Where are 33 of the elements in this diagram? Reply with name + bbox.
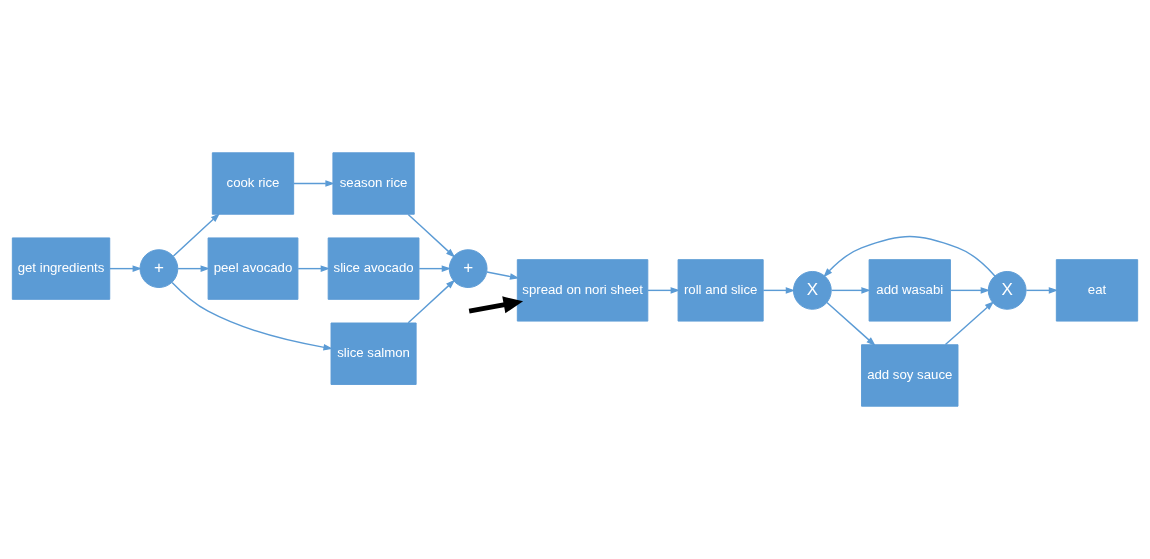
node-box: season rice (332, 152, 415, 215)
arrow (823, 235, 996, 278)
arrow (826, 301, 876, 347)
arrow (172, 213, 221, 257)
arrow (944, 301, 995, 346)
arrow (949, 287, 991, 294)
arrow (177, 265, 211, 272)
node-box: roll and slice (677, 259, 764, 322)
node-box: cook rice (211, 152, 295, 215)
node-circle: X (987, 271, 1027, 310)
arrow (407, 213, 456, 258)
arrow (762, 287, 796, 294)
arrow (109, 265, 143, 272)
arrow (171, 281, 333, 351)
node-box: spread on nori sheet (516, 259, 649, 322)
arrow (486, 271, 520, 280)
arrow (407, 279, 456, 324)
node-box: add soy sauce (861, 344, 959, 407)
arrow (468, 296, 524, 314)
arrow (293, 180, 335, 187)
arrow (418, 265, 452, 272)
node-box: eat (1055, 259, 1139, 322)
arrow (297, 265, 331, 272)
node-box: slice avocado (327, 237, 420, 300)
node-circle: X (792, 271, 832, 310)
node-box: add wasabi (868, 259, 951, 322)
arrow (1025, 287, 1059, 294)
node-box: get ingredients (11, 237, 111, 300)
node-box: peel avocado (207, 237, 299, 300)
arrow (647, 287, 681, 294)
node-circle: + (139, 249, 179, 288)
arrow (831, 287, 871, 294)
node-box: slice salmon (330, 322, 417, 385)
